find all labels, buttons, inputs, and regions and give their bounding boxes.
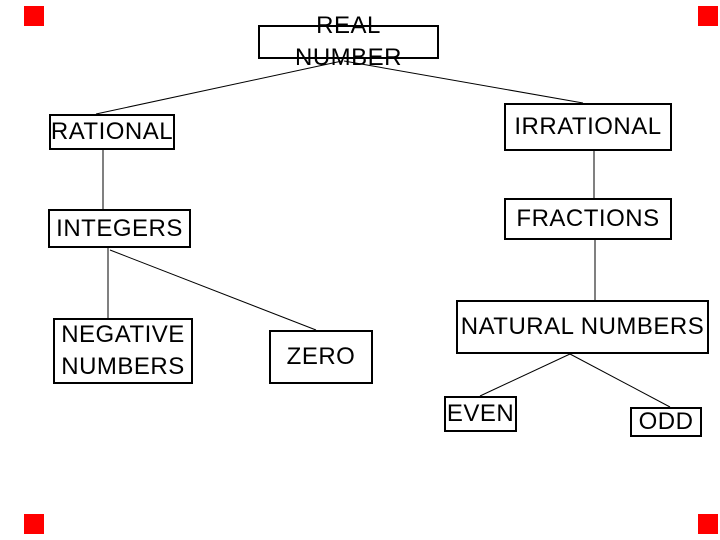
node-even: EVEN — [444, 396, 517, 432]
node-irrational: IRRATIONAL — [504, 103, 672, 151]
corner-mark-bottom-right — [698, 514, 718, 534]
node-natural-numbers: NATURAL NUMBERS — [456, 300, 709, 354]
node-integers: INTEGERS — [48, 209, 191, 248]
node-odd: ODD — [630, 407, 702, 437]
node-real-number: REAL NUMBER — [258, 12, 439, 71]
edge-natural-numbers-to-even — [479, 353, 571, 397]
edge-natural-numbers-to-odd — [569, 353, 671, 408]
corner-mark-top-left — [24, 6, 44, 26]
corner-mark-top-right — [698, 6, 718, 26]
corner-mark-bottom-left — [24, 514, 44, 534]
node-zero: ZERO — [269, 330, 373, 384]
node-rational: RATIONAL — [49, 114, 175, 150]
node-negative-numbers: NEGATIVE NUMBERS — [53, 318, 193, 384]
node-fractions: FRACTIONS — [504, 198, 672, 240]
